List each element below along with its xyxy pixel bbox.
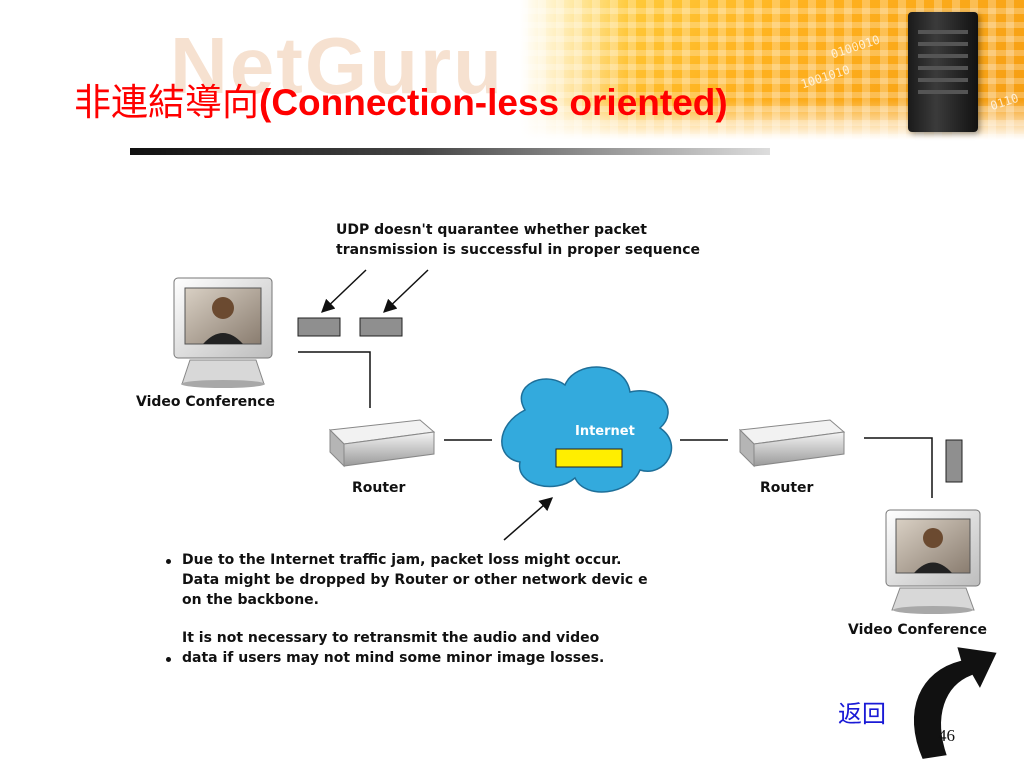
packet-block bbox=[359, 317, 403, 337]
label-video-conference-left: Video Conference bbox=[136, 394, 276, 410]
label-router-left: Router bbox=[352, 480, 406, 496]
video-conference-monitor-right-icon bbox=[885, 509, 981, 614]
connector-line bbox=[298, 351, 371, 408]
udp-callout-line-2: transmission is successful in proper seq… bbox=[336, 242, 700, 258]
packet-block bbox=[945, 439, 963, 483]
label-router-right: Router bbox=[760, 480, 814, 496]
packet-block bbox=[297, 317, 341, 337]
udp-callout-line-1: UDP doesn't quarantee whether packet bbox=[336, 222, 647, 238]
bullet-spacer bbox=[160, 612, 648, 630]
video-conference-monitor-left-icon bbox=[173, 277, 273, 388]
bullet-line: Data might be dropped by Router or other… bbox=[182, 572, 648, 588]
packet-in-cloud bbox=[555, 448, 623, 468]
slide-title-cjk: 非連結導向 bbox=[74, 81, 259, 124]
traffic-jam-arrow bbox=[503, 497, 554, 541]
internet-cloud-icon bbox=[501, 366, 673, 493]
title-underline bbox=[130, 148, 770, 155]
bullet-line: on the backbone. bbox=[182, 592, 319, 608]
callout-arrow bbox=[383, 269, 429, 313]
router-left-icon bbox=[328, 419, 436, 468]
label-internet: Internet bbox=[575, 424, 635, 439]
bullet-line: data if users may not mind some minor im… bbox=[160, 650, 648, 670]
page-number: 46 bbox=[938, 726, 955, 745]
callout-arrow bbox=[321, 269, 367, 313]
router-right-icon bbox=[738, 419, 846, 468]
slide-title-latin: (Connection-less oriented) bbox=[259, 82, 728, 123]
return-arrow-icon[interactable] bbox=[912, 644, 1000, 762]
back-link[interactable]: 返回 bbox=[838, 700, 886, 728]
explanation-bullets: Due to the Internet traffic jam, packet … bbox=[160, 552, 648, 670]
server-tower-image bbox=[908, 12, 978, 132]
connector-line bbox=[864, 437, 933, 498]
label-video-conference-right: Video Conference bbox=[848, 622, 988, 638]
bullet-line: It is not necessary to retransmit the au… bbox=[182, 630, 600, 646]
bullet-line: Due to the Internet traffic jam, packet … bbox=[160, 552, 648, 572]
banner-watermark-logo: NetGuru bbox=[170, 21, 504, 110]
slide-title: 非連結導向(Connection-less oriented) bbox=[74, 72, 728, 126]
